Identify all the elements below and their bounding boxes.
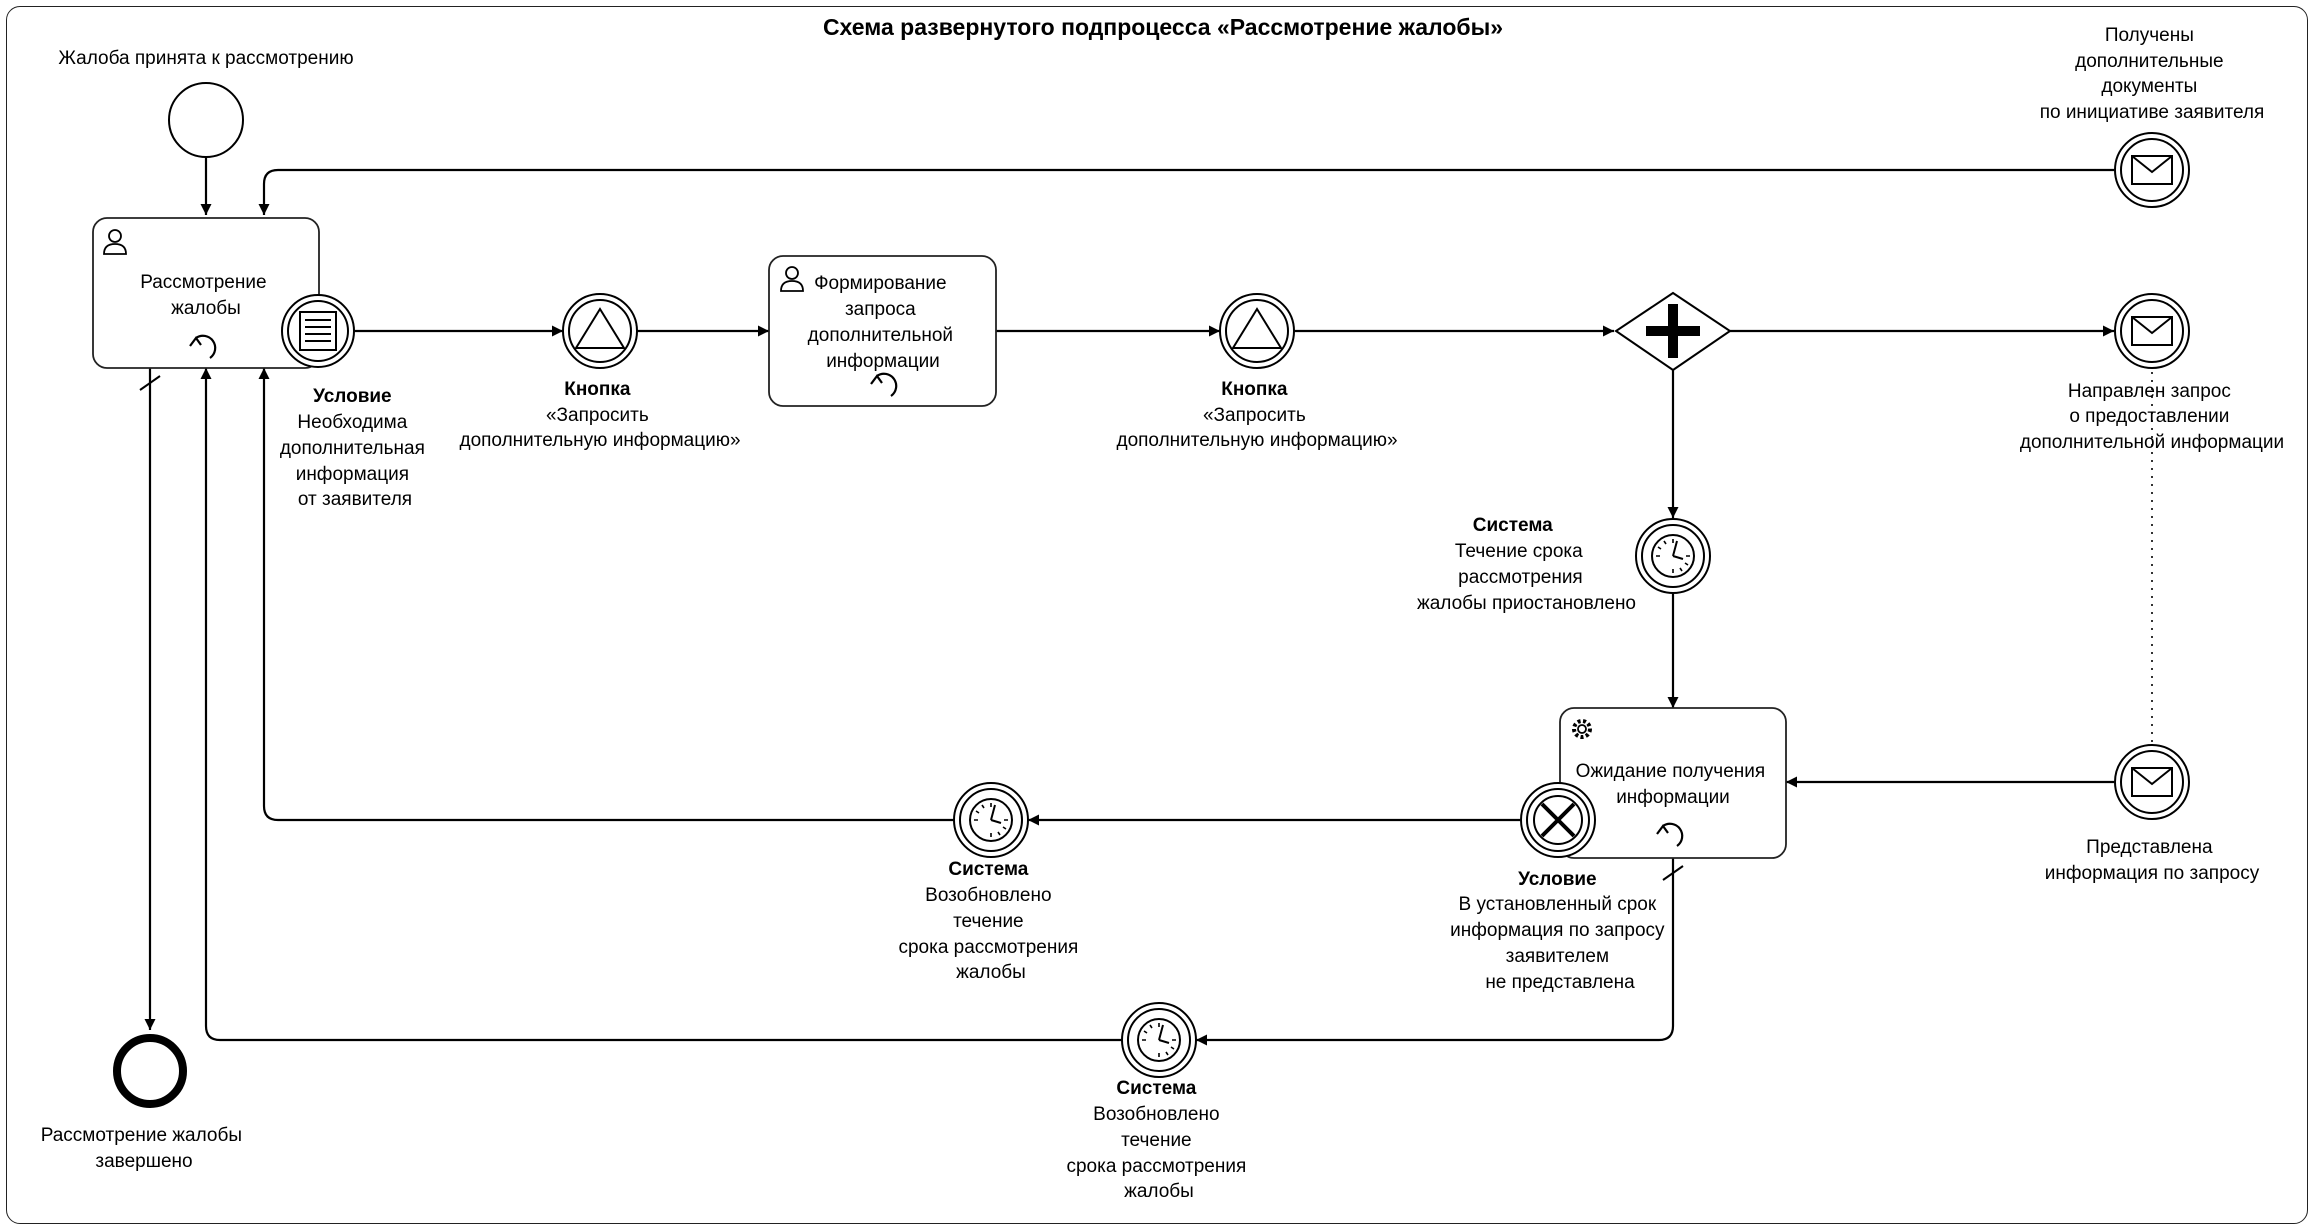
error-event	[1520, 782, 1596, 858]
envelope-icon	[2131, 316, 2173, 346]
condition1-label: Условие Необходима дополнительная информ…	[280, 386, 430, 510]
msg-received-label: Получены дополнительные документы по ини…	[2040, 25, 2265, 123]
timer-event-resume-1	[953, 782, 1029, 858]
condition2-label: Условие В установленный срок информация …	[1450, 869, 1670, 993]
task-form-request-label: Формирование запроса дополнительной инфо…	[808, 273, 959, 372]
end-event	[113, 1034, 187, 1108]
envelope-icon	[2131, 767, 2173, 797]
diagram-title: Схема развернутого подпроцесса «Рассмотр…	[823, 14, 1503, 40]
default-flow-slash-2	[1662, 865, 1684, 881]
msg-provided-label: Представлена информация по запросу	[2045, 837, 2260, 884]
end-event-label: Рассмотрение жалобы завершено	[41, 1125, 248, 1172]
message-event-provided	[2114, 744, 2190, 820]
task-review[interactable]	[92, 217, 320, 369]
button1-label: Кнопка «Запросить дополнительную информа…	[459, 379, 740, 451]
button2-label: Кнопка «Запросить дополнительную информа…	[1116, 379, 1397, 451]
task-waiting-label: Ожидание получения информации	[1576, 761, 1771, 808]
start-event-label: Жалоба принята к рассмотрению	[58, 48, 353, 69]
signal-event-2	[1219, 293, 1295, 369]
user-icon	[103, 229, 127, 255]
flow-waiting-to-resume2	[1196, 858, 1675, 1046]
msg-sent-label: Направлен запрос о предоставлении дополн…	[2020, 381, 2284, 453]
clock-icon	[969, 798, 1013, 842]
flow-received-to-review	[258, 168, 2114, 215]
task-form-request[interactable]	[768, 255, 997, 407]
timer-event-resume-2	[1121, 1002, 1197, 1078]
conditional-event	[281, 294, 355, 368]
message-event-received	[2114, 132, 2190, 208]
gear-icon	[1572, 719, 1592, 739]
user-icon	[780, 266, 804, 292]
sequence-flows	[139, 146, 2153, 1046]
flow-resume2-to-review	[200, 368, 1122, 1042]
envelope-icon	[2131, 155, 2173, 185]
flow-resume1-to-review	[258, 368, 954, 822]
system-resume2-label: Система Возобновлено течение срока рассм…	[1066, 1078, 1251, 1202]
triangle-icon	[574, 307, 626, 349]
parallel-gateway	[1614, 291, 1732, 372]
x-icon	[1540, 802, 1576, 838]
clock-icon	[1651, 534, 1695, 578]
diagram-frame	[6, 6, 2308, 1224]
task-review-label: Рассмотрение жалобы	[140, 272, 272, 319]
message-event-sent	[2114, 293, 2190, 369]
start-event	[168, 82, 244, 158]
system-resume1-label: Система Возобновлено течение срока рассм…	[898, 859, 1083, 983]
clock-icon	[1137, 1018, 1181, 1062]
default-flow-slash-1	[139, 375, 161, 391]
task-waiting[interactable]	[1559, 707, 1787, 859]
triangle-icon	[1231, 307, 1283, 349]
loop-icon	[189, 334, 217, 359]
signal-event-1	[562, 293, 638, 369]
system-suspend-label: Система Течение срока рассмотрения жалоб…	[1417, 515, 1636, 614]
list-icon	[299, 311, 337, 351]
loop-icon	[1656, 822, 1684, 847]
plus-icon	[1646, 304, 1700, 358]
timer-event-suspend	[1635, 518, 1711, 594]
loop-icon	[870, 372, 898, 397]
